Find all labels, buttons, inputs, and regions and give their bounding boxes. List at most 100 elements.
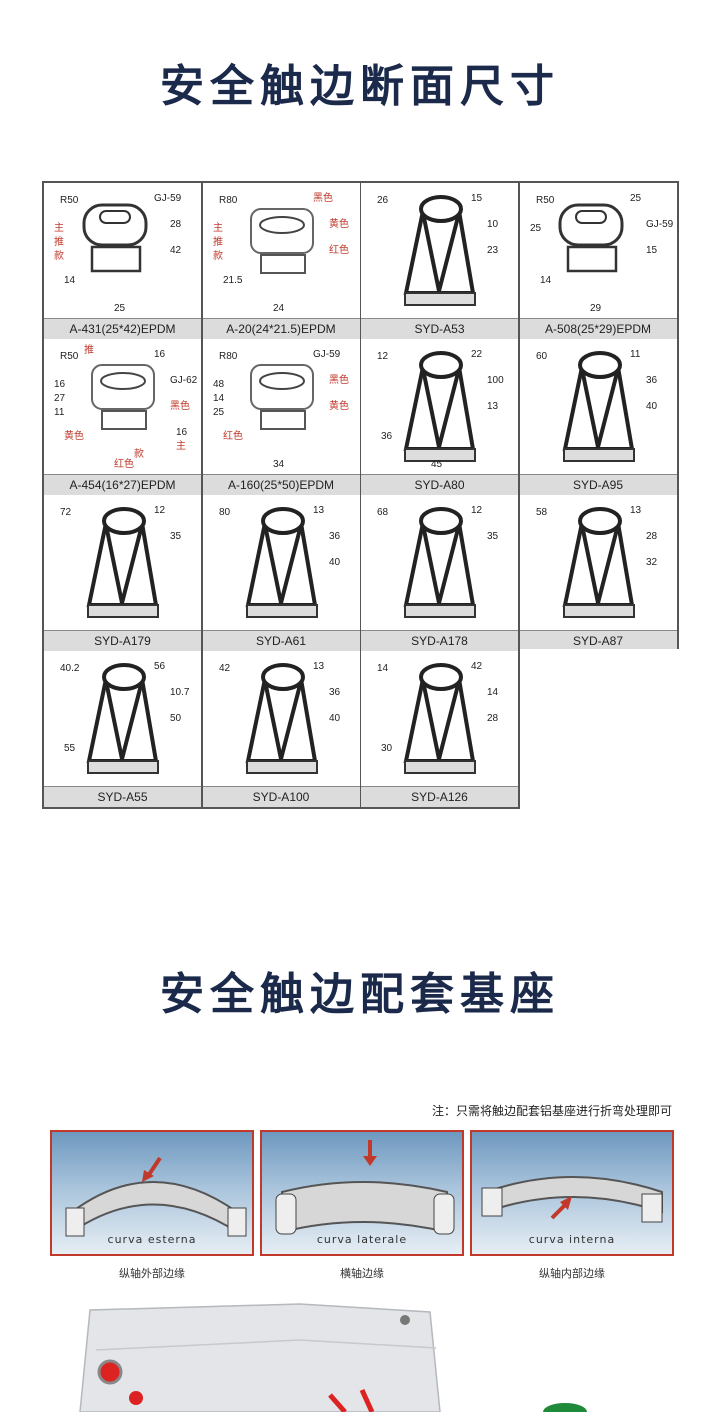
- dimension-label: 红色: [223, 429, 243, 442]
- section-title-dimensions: 安全触边断面尺寸: [160, 61, 560, 112]
- dimension-label: 14: [377, 663, 389, 674]
- dimension-label: 55: [64, 743, 76, 754]
- profile-caption: A-160(25*50)EPDM: [202, 474, 360, 495]
- dimension-label: 28: [646, 531, 658, 542]
- dimension-label: 40: [329, 713, 341, 724]
- dimension-label: 22: [471, 349, 483, 360]
- profile-caption: SYD-A80: [361, 474, 518, 495]
- dimension-label: 35: [487, 531, 499, 542]
- dimension-label: 14: [213, 393, 225, 404]
- panel-label: curva esterna: [107, 1233, 197, 1246]
- dimension-label: 13: [630, 505, 642, 516]
- external-curve-illustration: [65, 1156, 247, 1237]
- dimension-label: 13: [487, 401, 499, 412]
- dimension-label: 21.5: [223, 275, 243, 286]
- dimension-label: 42: [219, 663, 231, 674]
- dimension-label: 68: [377, 507, 389, 518]
- dimension-label: R50: [60, 351, 79, 362]
- dimension-label: GJ-59: [154, 193, 182, 204]
- dimension-label: R80: [219, 351, 238, 362]
- dimension-label: 13: [313, 661, 325, 672]
- dimension-label: 黄色: [64, 429, 84, 442]
- profile-caption: SYD-A100: [202, 786, 360, 807]
- dimension-label: 80: [219, 507, 231, 518]
- dimension-label: 42: [170, 245, 182, 256]
- profile-caption: A-454(16*27)EPDM: [44, 474, 201, 495]
- dimension-label: 26: [377, 195, 389, 206]
- dimension-label: GJ-62: [170, 375, 198, 386]
- bend-note: 注：只需将触边配套铝基座进行折弯处理即可: [431, 1104, 672, 1118]
- dimension-label: 25: [630, 193, 642, 204]
- dimension-label: 50: [170, 713, 182, 724]
- dimension-label: 16: [176, 427, 188, 438]
- profile-drawing: 68 12 35: [377, 505, 499, 618]
- dimension-label: 黑色: [313, 191, 333, 204]
- agv-vehicle-image: [79, 1303, 587, 1412]
- section-title-base: 安全触边配套基座: [160, 969, 560, 1020]
- profile-caption: A-20(24*21.5)EPDM: [202, 318, 360, 339]
- dimension-label: 28: [487, 713, 499, 724]
- lateral-curve-illustration: [275, 1140, 455, 1235]
- profile-caption: SYD-A126: [361, 786, 518, 807]
- dimension-label: 36: [381, 431, 393, 442]
- dimension-label: R50: [536, 195, 555, 206]
- dimension-label: 黄色: [329, 399, 349, 412]
- dimension-label: 16: [54, 379, 66, 390]
- dimension-label: 款: [134, 447, 144, 460]
- dimension-label: 12: [154, 505, 166, 516]
- profile-caption: SYD-A87: [519, 630, 677, 651]
- dimension-label: 29: [590, 303, 602, 314]
- dimension-label: 100: [487, 375, 504, 386]
- dimension-label: 28: [170, 219, 182, 230]
- dimension-label: 40: [329, 557, 341, 568]
- dimension-label: GJ-59: [313, 349, 341, 360]
- panel-caption: 纵轴内部边缘: [539, 1267, 605, 1280]
- panel-external-curve: curva esterna: [50, 1130, 254, 1256]
- dimension-label: 25: [213, 407, 225, 418]
- panel-caption: 横轴边缘: [340, 1267, 384, 1280]
- dimension-label: 30: [381, 743, 393, 754]
- dimension-label: 黑色: [170, 399, 190, 412]
- profile-caption: A-431(25*42)EPDM: [44, 318, 201, 339]
- dimension-label: 推: [213, 235, 223, 248]
- profile-caption: SYD-A61: [202, 630, 360, 651]
- dimension-label: 23: [487, 245, 499, 256]
- dimension-label: 13: [313, 505, 325, 516]
- dimension-label: GJ-59: [646, 219, 674, 230]
- dimension-label: 款: [54, 249, 64, 262]
- dimension-label: 36: [646, 375, 658, 386]
- internal-curve-illustration: [481, 1176, 663, 1223]
- panel-label: curva interna: [528, 1233, 616, 1246]
- dimension-label: 60: [536, 351, 548, 362]
- dimension-label: 推: [84, 343, 94, 356]
- dimension-label: 款: [213, 249, 223, 262]
- dimension-label: 25: [530, 223, 542, 234]
- dimension-label: R50: [60, 195, 79, 206]
- dimension-label: 40.2: [60, 663, 80, 674]
- dimension-label: 12: [471, 505, 483, 516]
